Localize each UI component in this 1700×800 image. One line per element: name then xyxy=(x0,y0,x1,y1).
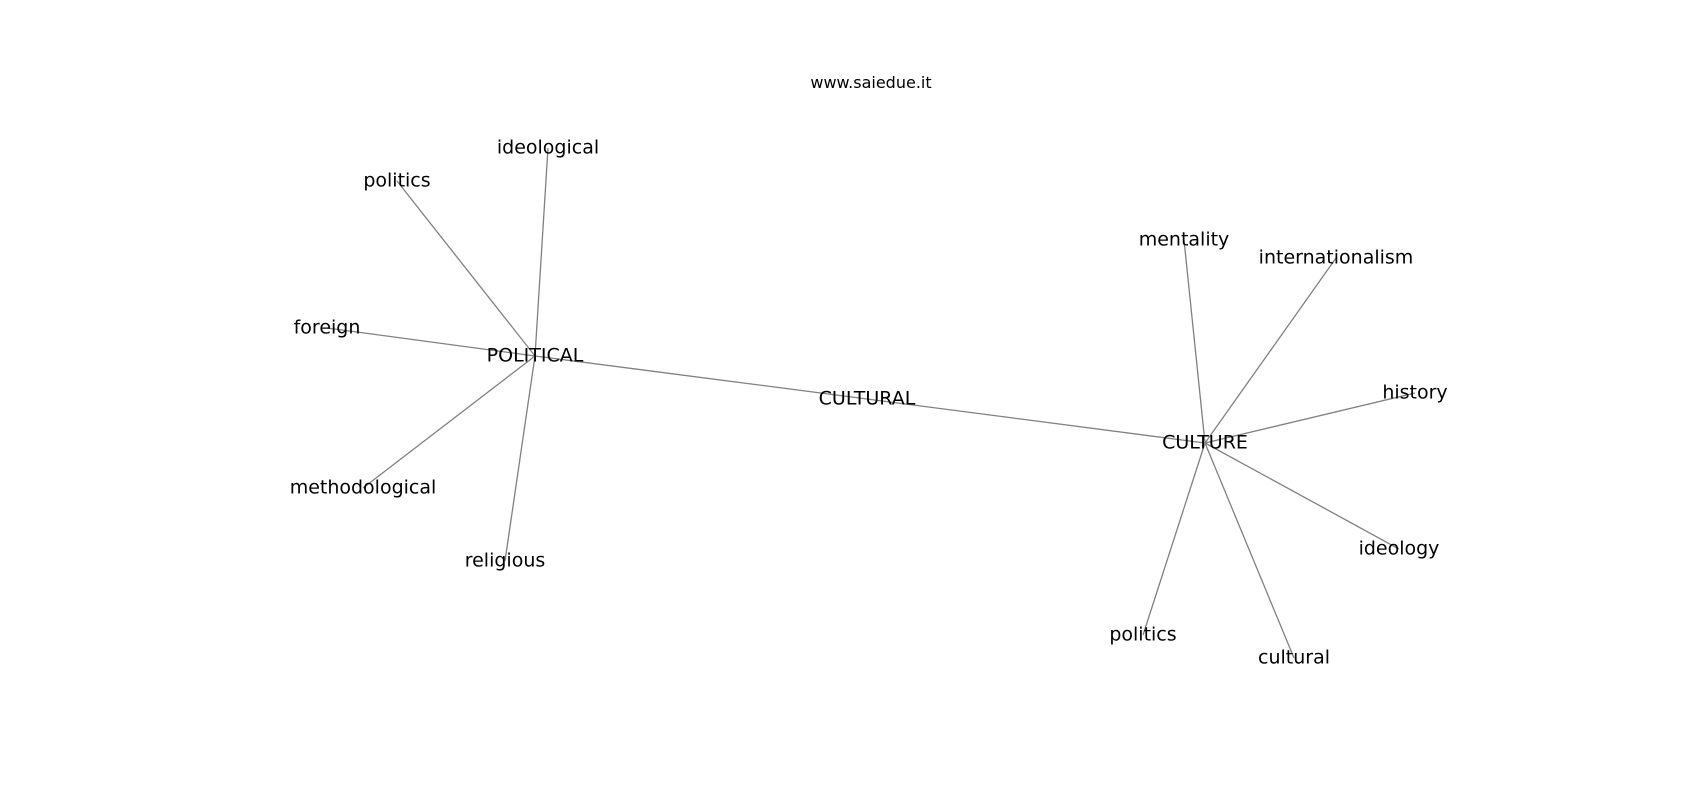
node-label-foreign: foreign xyxy=(294,317,361,339)
edge-culture-ideology xyxy=(1204,442,1400,550)
edge-cultural-culture xyxy=(866,398,1206,444)
node-label-political: POLITICAL xyxy=(487,345,584,367)
edge-culture-mentality xyxy=(1183,239,1206,444)
edge-political-foreign xyxy=(326,327,536,357)
site-watermark: www.saiedue.it xyxy=(810,73,931,92)
edge-political-ideological xyxy=(534,147,549,357)
node-label-culture: CULTURE xyxy=(1162,432,1248,454)
node-label-ideological: ideological xyxy=(497,137,599,159)
node-label-internationalism: internationalism xyxy=(1259,247,1414,269)
node-label-ideology: ideology xyxy=(1359,538,1440,560)
edge-culture-cultural xyxy=(1204,442,1295,659)
edge-political-politics_1 xyxy=(396,180,536,357)
edge-political-cultural xyxy=(534,355,868,400)
edge-political-methodological xyxy=(362,355,536,489)
edges-layer xyxy=(326,147,1416,659)
edge-culture-politics_2 xyxy=(1142,442,1206,636)
node-label-mentality: mentality xyxy=(1139,229,1230,251)
edge-political-religious xyxy=(504,355,536,562)
node-label-religious: religious xyxy=(465,550,546,572)
edge-culture-history xyxy=(1204,392,1416,444)
node-label-politics-1: politics xyxy=(363,170,430,192)
node-label-history: history xyxy=(1382,382,1447,404)
node-label-cultural: CULTURAL xyxy=(819,388,916,410)
node-label-methodological: methodological xyxy=(290,477,437,499)
edge-culture-internationalism xyxy=(1204,257,1337,444)
node-label-cultural: cultural xyxy=(1258,647,1330,669)
nodes-layer: POLITICAL CULTURAL CULTURE ideological polit… xyxy=(290,137,1448,669)
node-label-politics-2: politics xyxy=(1109,624,1176,646)
